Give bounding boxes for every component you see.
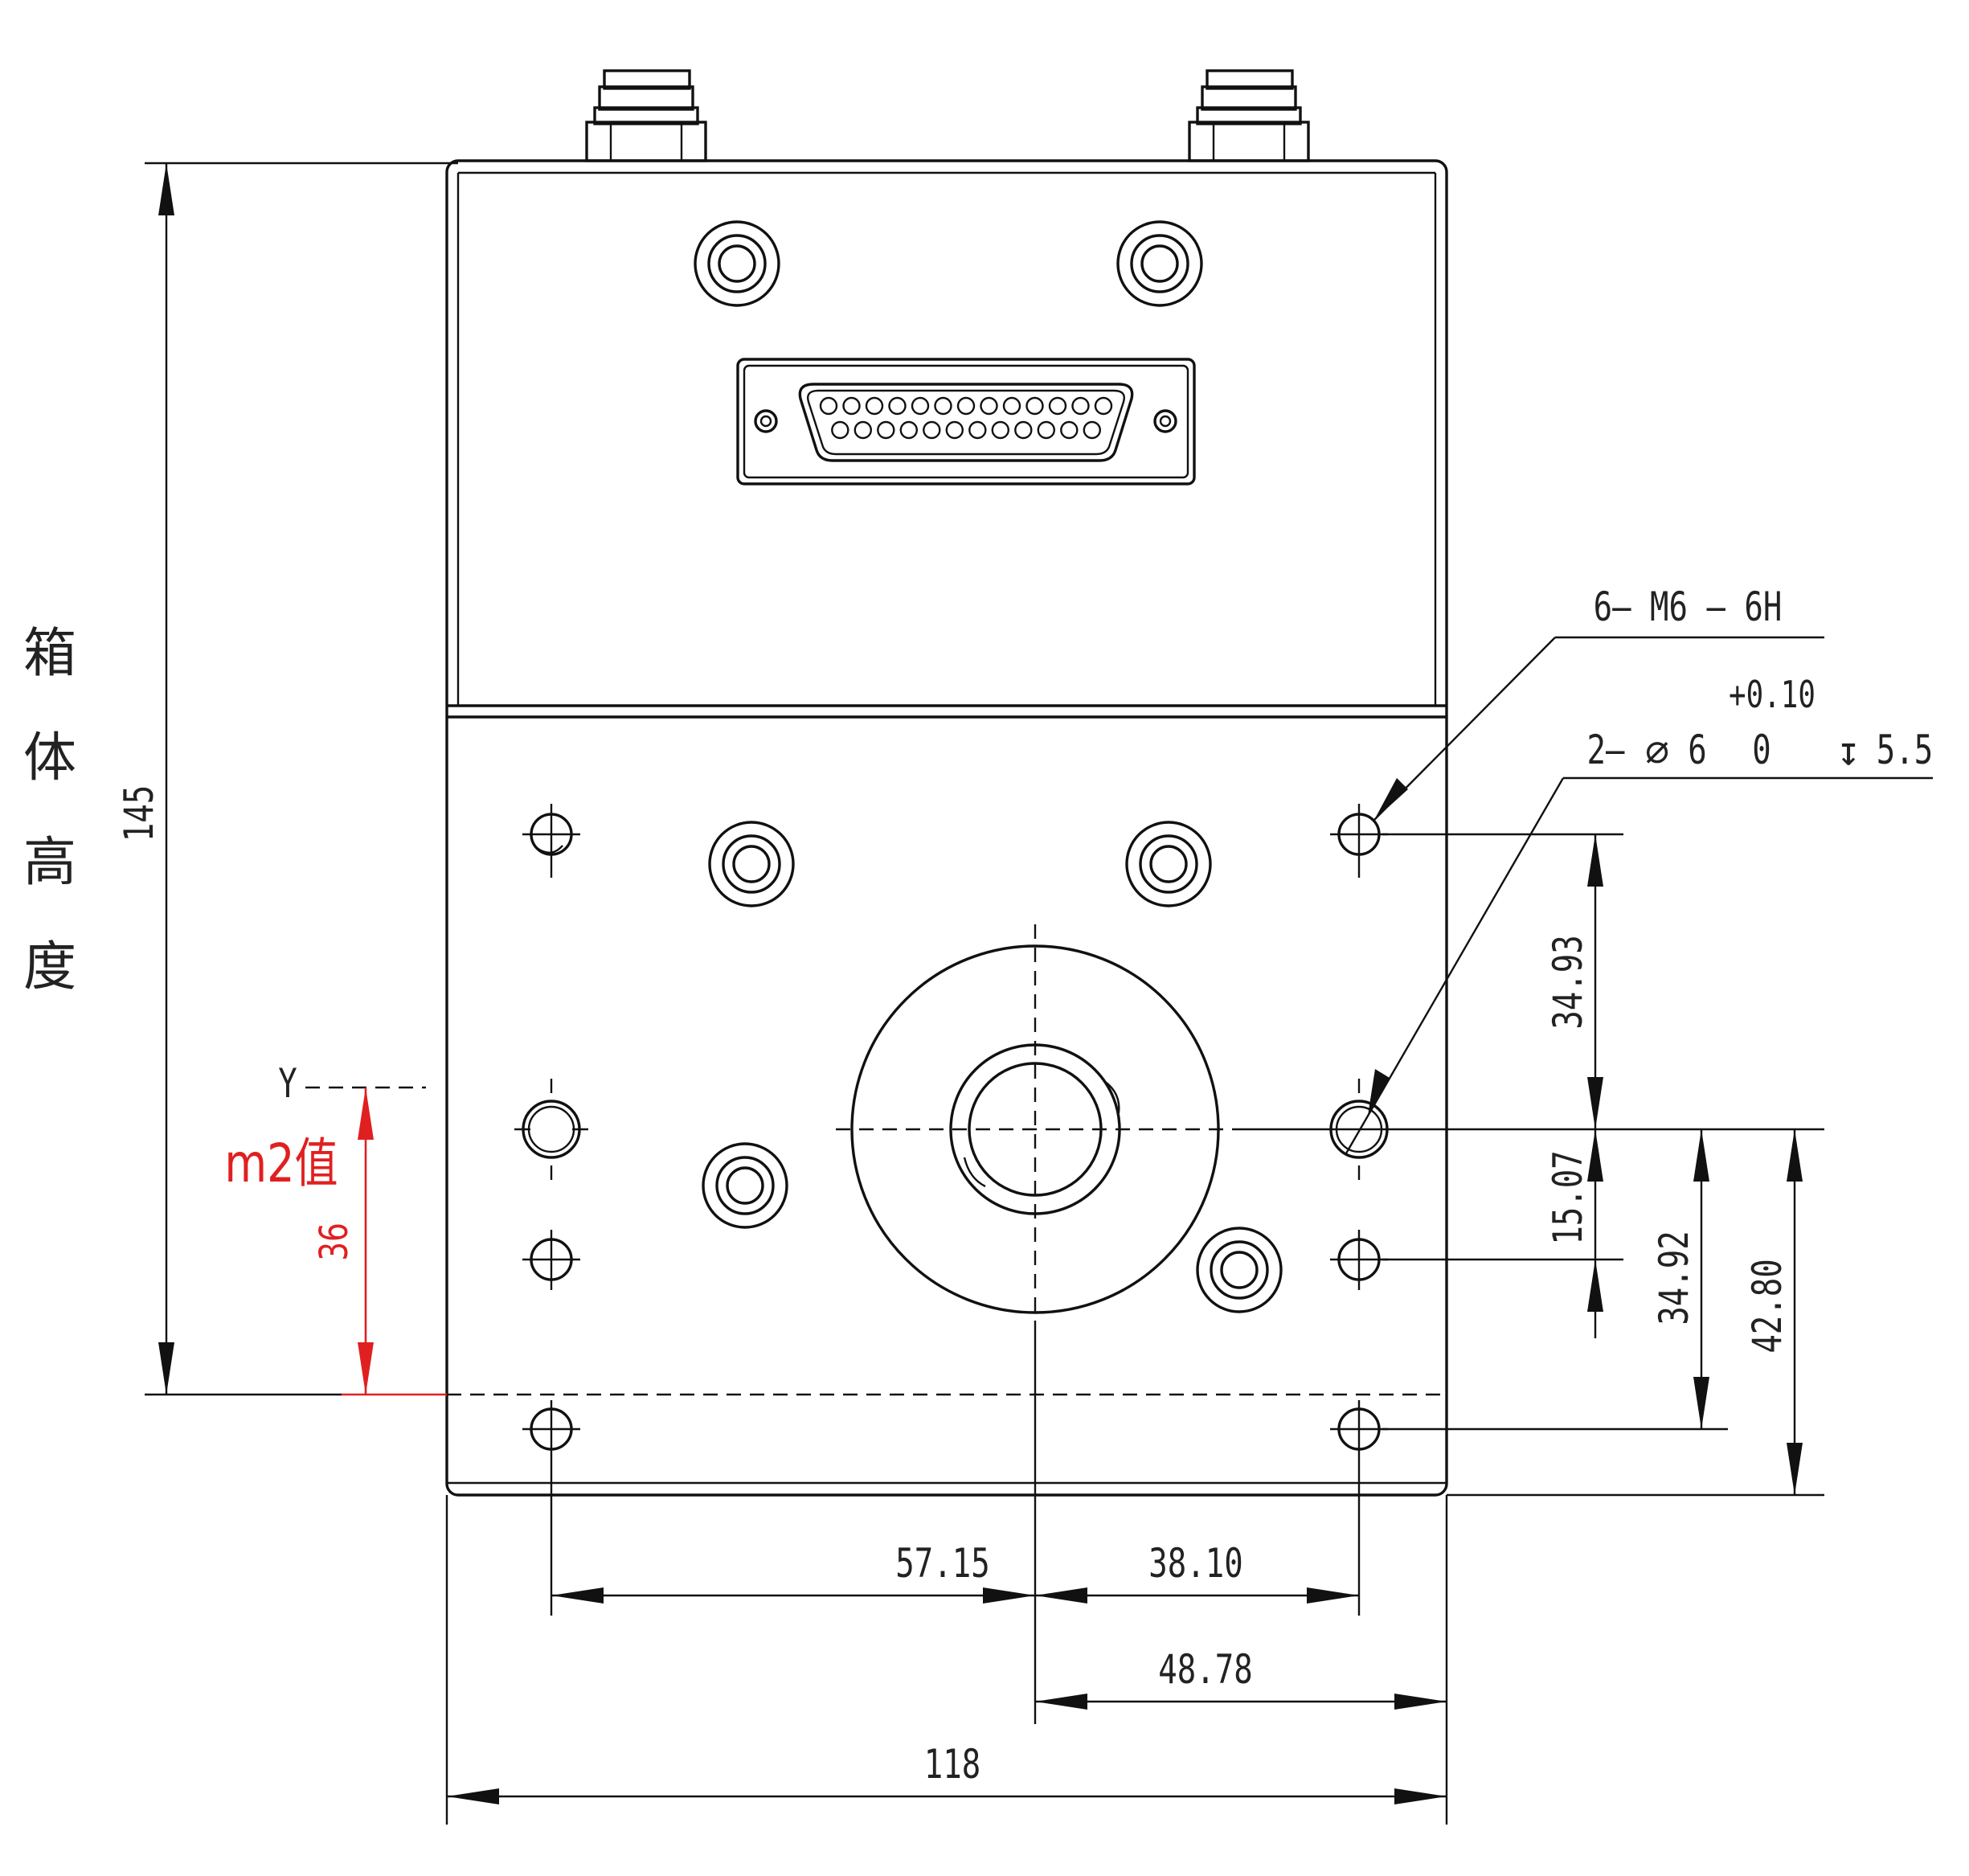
mount-hole-bottom-right [1196,1227,1283,1313]
dim-vertical-lower: 34.92 [1650,1231,1697,1325]
fitting-right [1188,69,1310,162]
threaded-hole-bottom-left [522,1400,580,1459]
dim-vertical-mid: 15.07 [1544,1150,1591,1244]
connector-pin-bottom-1 [831,420,849,440]
dim-line-vertical-upper [1587,834,1603,1129]
dim-vertical-total: 42.80 [1743,1259,1791,1353]
dim-center-to-edge: 48.78 [1158,1645,1252,1693]
dim-line-box-height [158,163,174,1395]
threaded-hole-mid-left [522,1230,580,1290]
threaded-hole-mid-right [1330,1230,1388,1290]
dim-m2-value: 36 [313,1223,358,1261]
m2-label: m2值 [224,1133,338,1195]
dim-right-offset: 38.10 [1148,1539,1242,1587]
leader-pin-hole [1345,776,1933,1154]
threaded-hole-bottom-right [1330,1400,1388,1459]
connector-pin-bottom-7 [968,420,987,440]
mount-hole-upper-right [1116,220,1203,307]
connector-pin-bottom-12 [1083,420,1102,440]
box-height-char-2: 体 [23,727,76,788]
tolerance-upper: +0.10 [1729,674,1815,717]
diameter-symbol: ∅ [1645,728,1669,775]
mount-hole-lower-right [1125,821,1212,907]
threaded-hole-top-left [522,804,580,878]
connector-pin-bottom-10 [1037,420,1056,440]
connector-pin-top-11 [1048,396,1067,416]
dim-line-vertical-mid [1587,1129,1603,1338]
dim-line-total-width [447,1788,1447,1804]
leader-thread-spec [1373,636,1824,821]
connector-pin-bottom-4 [899,420,919,440]
connector-pin-top-7 [956,396,976,416]
tolerance-lower: 0 [1752,726,1770,773]
connector-pin-top-3 [865,396,884,416]
dim-line-vertical-total [1787,1129,1803,1495]
connector-pin-top-9 [1002,396,1021,416]
connector-pin-bottom-3 [877,420,895,440]
pin-hole-count: 2— [1587,726,1625,773]
threaded-hole-top-right [1330,804,1388,878]
extension-lines [145,162,1824,1825]
dim-line-m2 [305,1086,447,1396]
connector-pin-bottom-5 [923,420,941,440]
depth-symbol: ↧ [1836,728,1861,775]
pin-hole-size: 6 [1688,726,1706,773]
pin-hole-depth: 5.5 [1877,726,1933,773]
box-height-char-4: 度 [23,936,76,997]
connector-pin-top-5 [911,396,930,416]
connector-pin-top-4 [888,396,907,416]
dim-box-height: 145 [115,785,162,842]
connector-pin-top-13 [1094,396,1113,416]
box-height-char-3: 高 [23,831,76,893]
connector-pin-top-8 [980,396,998,416]
connector-pin-top-6 [934,396,952,416]
dim-vertical-upper: 34.93 [1544,935,1591,1029]
thread-spec-callout: 6— M6 — 6H [1594,583,1783,630]
fitting-left [585,69,707,162]
dim-total-width: 118 [924,1740,980,1788]
db25-connector [736,358,1196,485]
box-height-char-1: 箱 [23,622,76,684]
central-boss [836,924,1238,1326]
housing-body [445,159,1448,1497]
connector-pin-top-12 [1071,396,1090,416]
dim-line-left-offset [551,1587,1035,1604]
dim-left-offset: 57.15 [895,1539,989,1587]
connector-pin-top-1 [819,396,838,416]
connector-pin-bottom-9 [1014,420,1033,440]
connector-pin-bottom-6 [945,420,964,440]
y-axis-label: Y [278,1059,297,1107]
connector-pin-bottom-2 [854,420,873,440]
connector-pin-top-10 [1025,396,1044,416]
dim-line-vertical-lower [1693,1129,1709,1429]
pin-hole-left [514,1079,588,1180]
connector-pin-bottom-8 [991,420,1010,440]
mount-hole-upper-left [694,220,780,307]
dim-line-center-to-edge [1035,1694,1447,1710]
connector-pin-top-2 [842,396,861,416]
connector-pin-bottom-11 [1060,420,1079,440]
mount-hole-mid-left [702,1142,788,1229]
mount-hole-lower-left [708,821,795,907]
dim-line-right-offset [1035,1587,1359,1604]
